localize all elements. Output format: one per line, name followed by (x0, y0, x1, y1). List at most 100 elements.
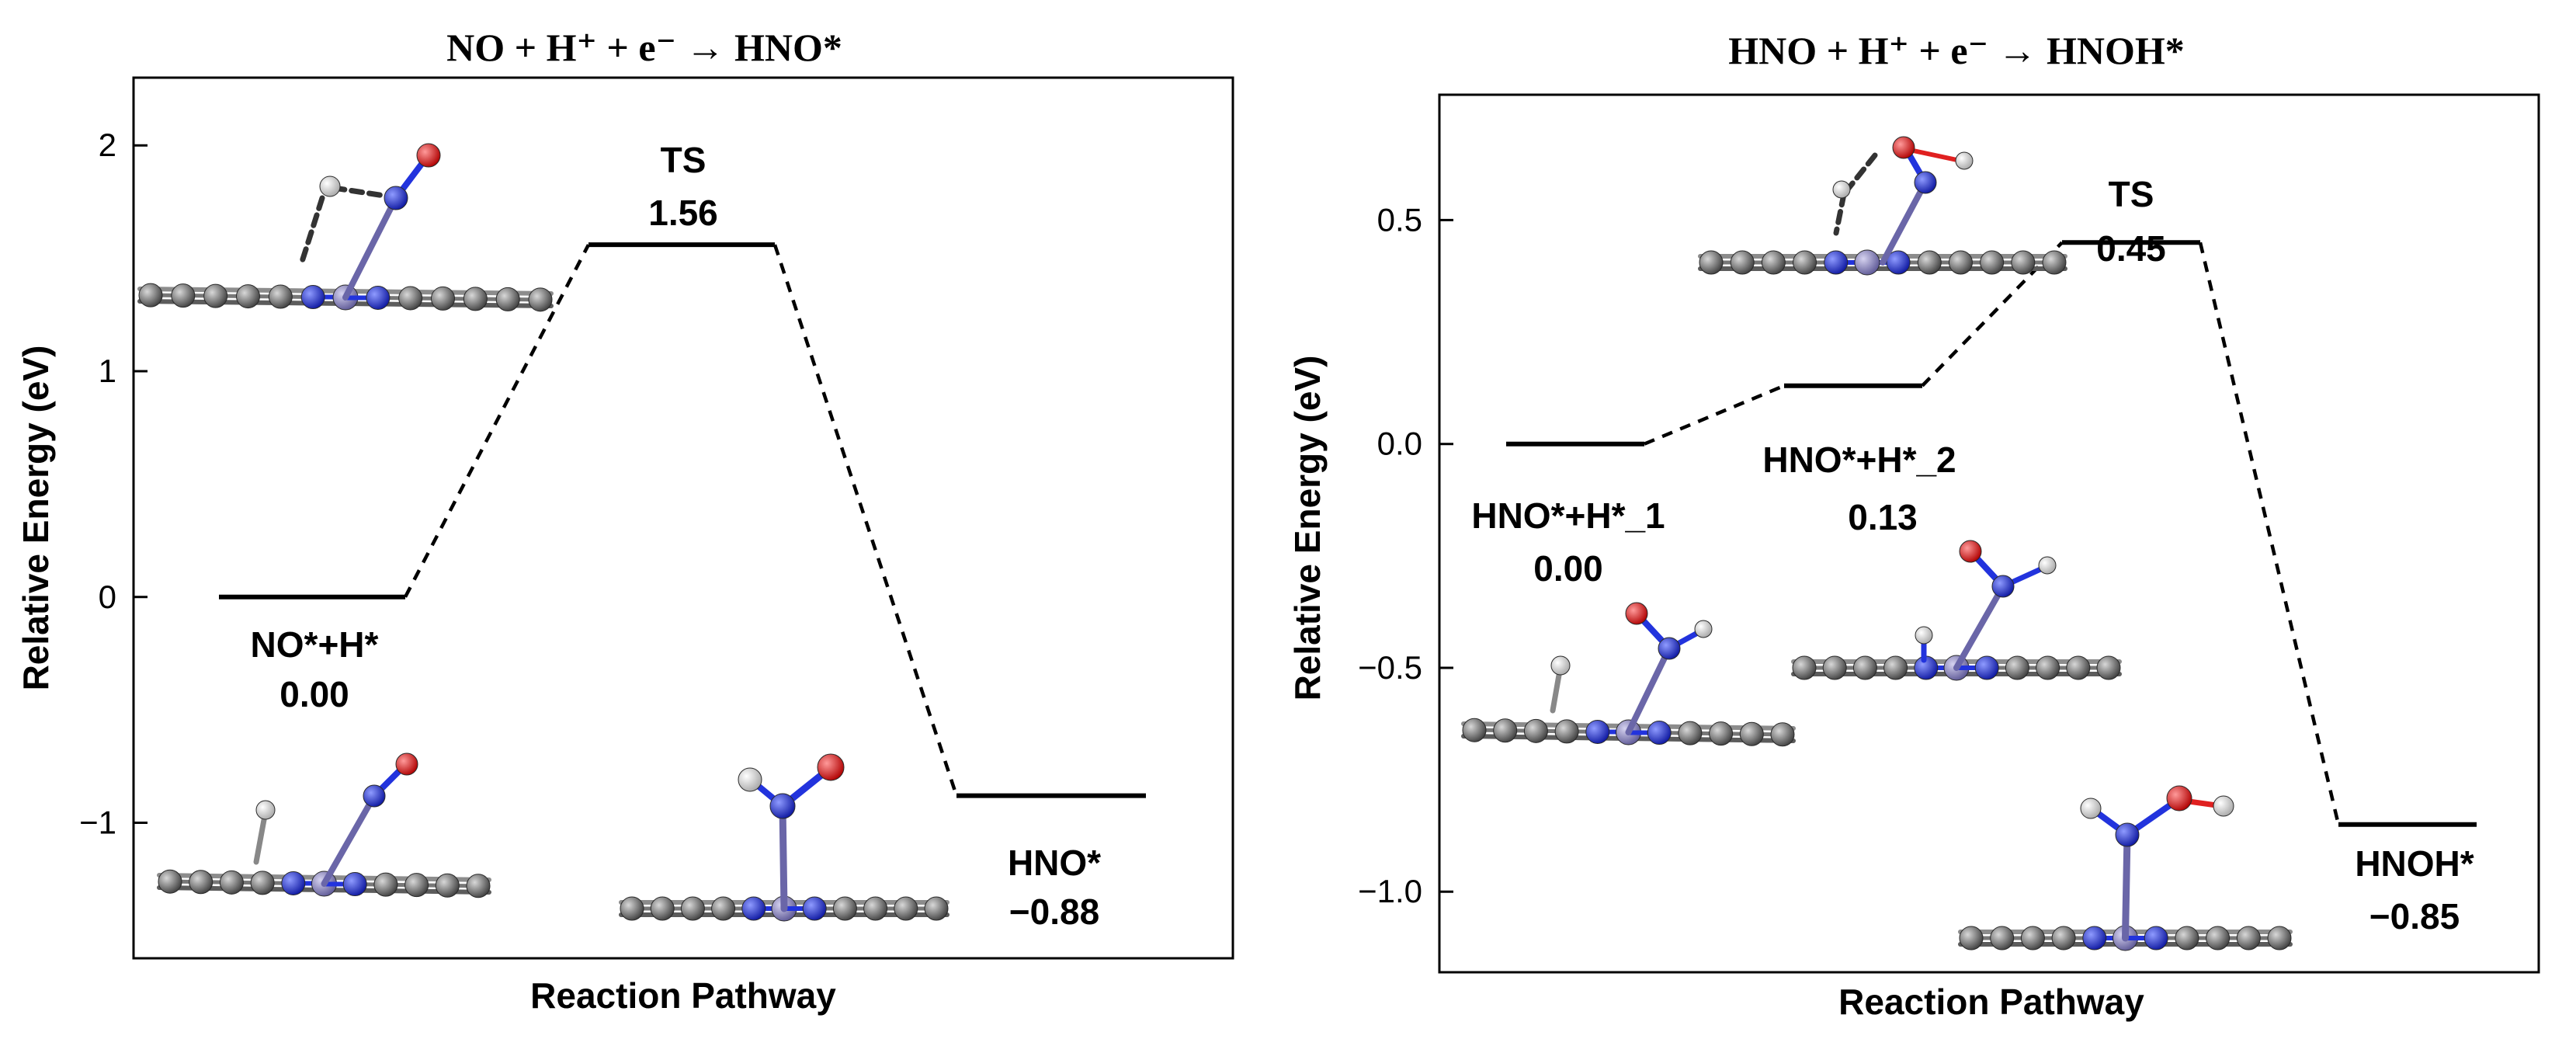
atom (1914, 171, 1937, 194)
atom (1493, 718, 1518, 743)
atom (924, 896, 949, 921)
atom (495, 287, 520, 311)
bond (1880, 179, 1929, 266)
bond (779, 802, 788, 912)
atom (2175, 926, 2199, 951)
atom (528, 287, 553, 312)
atom (250, 871, 275, 895)
atom (1709, 721, 1734, 746)
chart-right-state-value-1: 0.00 (1533, 548, 1603, 589)
bond (2122, 831, 2131, 942)
atom (268, 284, 293, 309)
atom (1892, 136, 1915, 159)
chart-right-pathway (1506, 240, 2477, 827)
atom (2042, 250, 2067, 275)
bond (1833, 191, 1847, 236)
chart-right-y-tick-label: 0.0 (1377, 426, 1422, 462)
atom (1883, 655, 1908, 680)
atom (2267, 926, 2292, 951)
atom (1730, 250, 1755, 275)
atom (1761, 250, 1786, 275)
atom (1915, 626, 1933, 645)
transition-state-structure-image (137, 143, 554, 312)
atom (1523, 718, 1548, 743)
chart-right-x-axis-label: Reaction Pathway (1838, 982, 2144, 1022)
chart-left-frame (132, 76, 1234, 960)
atom (395, 752, 418, 776)
atom (1792, 655, 1817, 680)
chart-right-y-tick-label: 0.5 (1377, 201, 1422, 238)
atom (1793, 250, 1817, 275)
chart-right-y-tick-label: −0.5 (1358, 649, 1422, 686)
atom (2038, 556, 2057, 575)
atom (300, 285, 325, 310)
chart-left-title: NO + H⁺ + e⁻ → HNO* (446, 26, 842, 69)
chart-left-y-tick-label: 2 (99, 127, 116, 163)
atom (203, 283, 228, 308)
atom (1770, 722, 1795, 747)
chart-right-connector-3 (2198, 242, 2341, 825)
atom (342, 872, 367, 897)
atom (1694, 620, 1713, 638)
atom (219, 870, 244, 895)
bond (253, 808, 269, 865)
atom (1822, 655, 1847, 680)
atom (741, 896, 766, 921)
atom (2020, 926, 2045, 951)
chart-left-state-value-1: 0.00 (279, 674, 349, 714)
atom (404, 873, 429, 898)
atom (2011, 250, 2036, 275)
initial-state-structure-image (1461, 602, 1796, 747)
atom (138, 283, 163, 308)
atom (158, 869, 182, 894)
atom (2144, 926, 2168, 951)
atom (2096, 655, 2121, 680)
atom (832, 896, 857, 921)
atom (1852, 655, 1877, 680)
atom (373, 872, 398, 897)
atom (2080, 798, 2102, 819)
atom (1585, 719, 1610, 744)
atom (1554, 719, 1579, 744)
atom (1948, 250, 1973, 275)
chart-right-state-name-1: HNO*+H*_1 (1471, 495, 1665, 536)
atom (1959, 540, 1982, 563)
atom (680, 896, 705, 921)
atom (1917, 250, 1942, 275)
chart-left-connector-1 (404, 244, 590, 598)
atom (171, 283, 196, 308)
atom (769, 793, 796, 819)
atom (1699, 250, 1724, 275)
bond (321, 793, 377, 887)
chart-left-y-tick-label: −1 (79, 805, 116, 841)
atom (435, 873, 460, 898)
atom (2082, 926, 2107, 951)
chart-right-state-value-4: −0.85 (2369, 896, 2460, 937)
chart-right-title: HNO + H⁺ + e⁻ → HNOH* (1728, 29, 2185, 72)
atom (2005, 655, 2029, 680)
atom (2036, 655, 2060, 680)
atom (1824, 250, 1849, 275)
chart-left-y-tick-label: 1 (99, 353, 116, 389)
chart-right-connector-2 (1921, 241, 2064, 388)
atom (863, 896, 888, 921)
atom (1625, 602, 1648, 625)
chart-right-frame (1438, 93, 2540, 974)
atom (416, 143, 441, 168)
atom (1959, 926, 1984, 951)
atom (2166, 785, 2192, 812)
atom (711, 896, 736, 921)
chart-right: HNO + H⁺ + e⁻ → HNOH* −1.0−0.50.00.5 Rea… (1287, 29, 2540, 1022)
atom (319, 176, 341, 197)
initial-state-structure-image (157, 752, 491, 898)
chart-left-y-tick-label: 0 (99, 579, 116, 615)
atom (1647, 721, 1672, 745)
final-state-structure-image (1958, 785, 2293, 951)
atom (802, 896, 827, 921)
atom (281, 871, 306, 895)
chart-right-connector-1 (1644, 384, 1785, 446)
atom (1991, 575, 2015, 598)
chart-right-y-axis-label: Relative Energy (eV) (1287, 356, 1328, 701)
